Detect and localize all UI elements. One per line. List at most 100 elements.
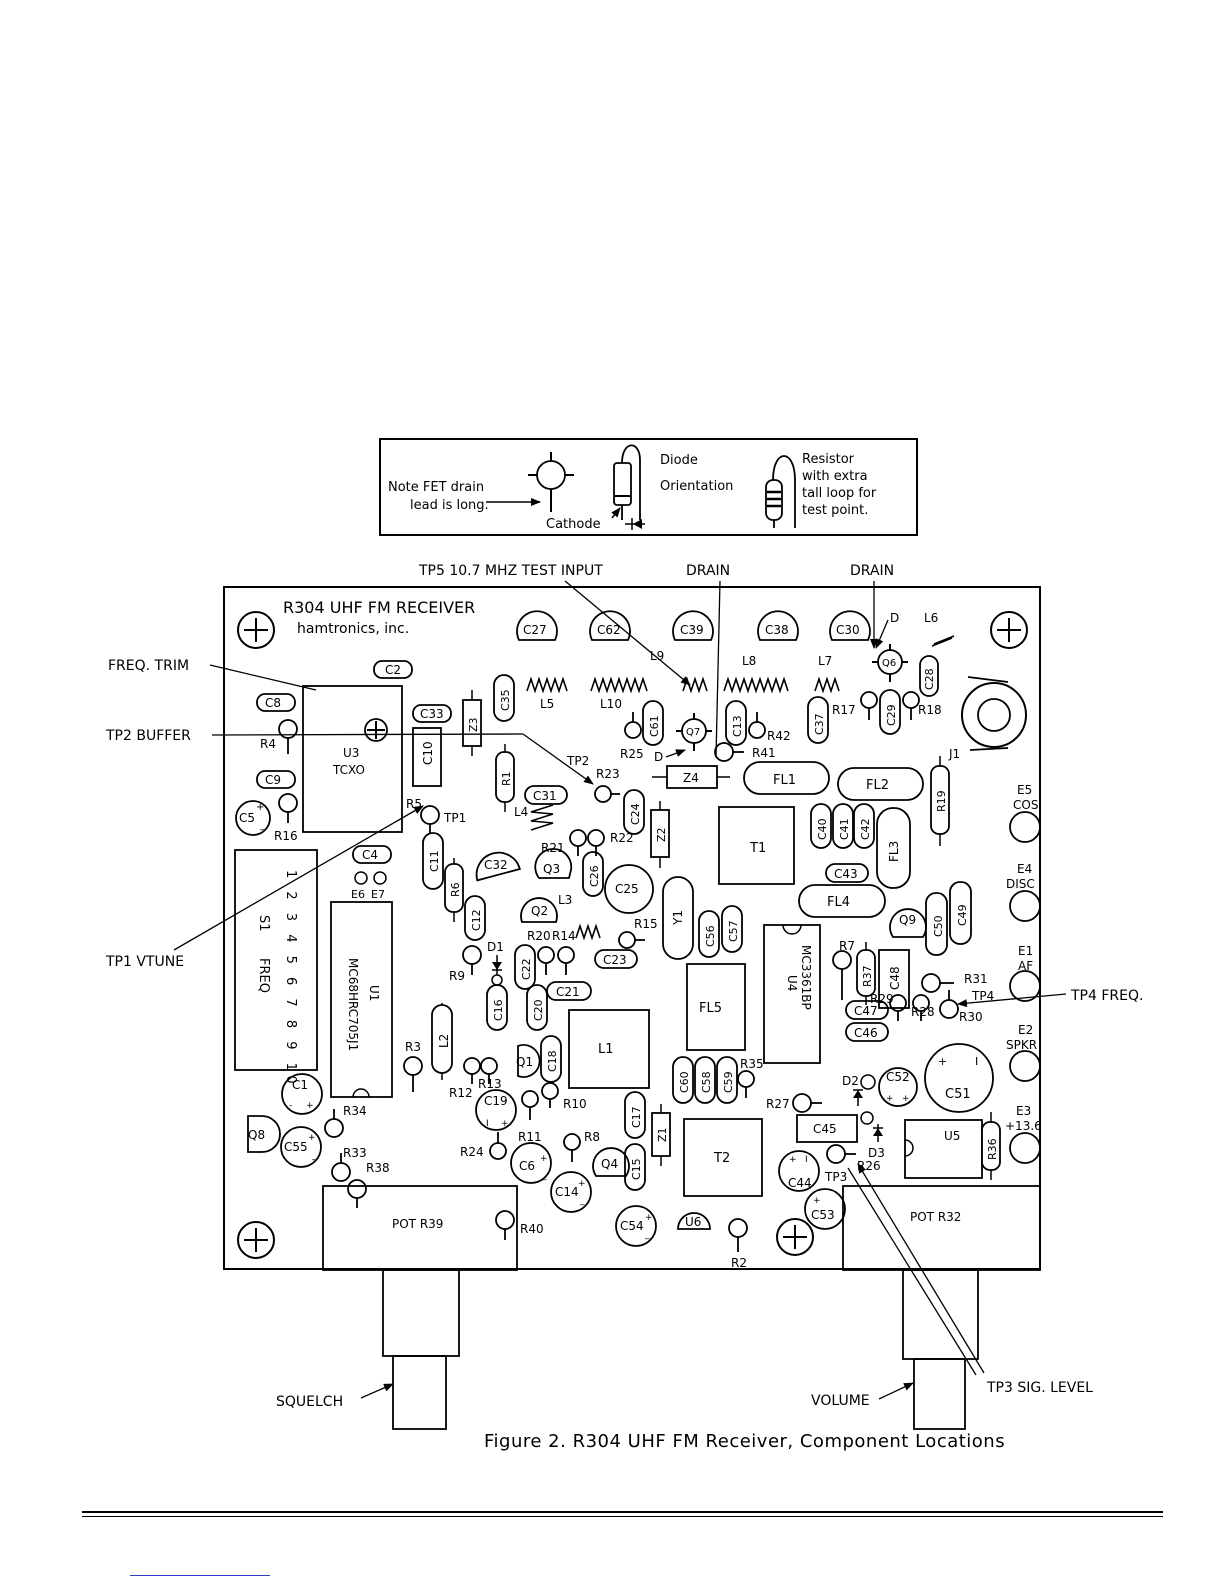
svg-text:R42: R42: [767, 729, 791, 743]
voltage-regulator-u5: U5: [904, 1119, 983, 1179]
squelch-shaft: [382, 1269, 460, 1430]
svg-text:C22: C22: [520, 958, 533, 980]
resistor-r38: R38: [347, 1161, 390, 1208]
board-title: R304 UHF FM RECEIVER: [283, 598, 475, 617]
capacitor-c58: C58: [694, 1056, 716, 1104]
capacitor-c46: C46: [845, 1022, 889, 1042]
resistor-r30: R30: [939, 990, 983, 1024]
footer-rule: [82, 1511, 1163, 1513]
svg-text:R35: R35: [740, 1057, 764, 1071]
capacitor-c24: C24: [623, 789, 645, 835]
svg-text:DISC: DISC: [1006, 877, 1035, 891]
capacitor-c39: C39: [672, 610, 714, 641]
capacitor-c4: C4: [352, 845, 392, 864]
resistor-r28: R28: [911, 994, 935, 1021]
resistor-r31: R31: [921, 972, 988, 993]
svg-text:C28: C28: [923, 668, 936, 690]
resistor-r3: R3: [403, 1040, 423, 1092]
svg-text:R7: R7: [839, 939, 855, 953]
resistor-r2: R2: [728, 1218, 748, 1270]
transistor-q2: Q2: [520, 897, 558, 923]
svg-text:Z1: Z1: [656, 1127, 669, 1142]
filter-fl5: FL5: [686, 963, 746, 1051]
resistor-r42: R42: [748, 712, 791, 743]
svg-text:U6: U6: [685, 1215, 701, 1229]
capacitor-c27: C27: [516, 610, 558, 641]
svg-text:C47: C47: [854, 1004, 878, 1018]
svg-text:L9: L9: [650, 649, 664, 663]
capacitor-c6: C6+_: [510, 1142, 552, 1184]
capacitor-c37: C37: [807, 696, 829, 744]
svg-text:R41: R41: [752, 746, 776, 760]
svg-text:E4: E4: [1017, 862, 1032, 876]
board-outline: [223, 586, 1041, 1270]
filter-fl3: FL3: [876, 807, 911, 889]
capacitor-c26: C26: [582, 851, 604, 897]
svg-text:+: +: [813, 1196, 821, 1206]
capacitor-c18: C18: [540, 1035, 562, 1083]
l3-label: L3: [558, 893, 572, 907]
resistor-r1: R1: [495, 744, 515, 812]
switch-s1: 1 2 3 4 5 6 7 8 9 10 S1 FREQ: [234, 849, 318, 1088]
svg-text:C60: C60: [678, 1071, 691, 1093]
capacitor-c41: C41: [832, 803, 854, 849]
filter-fl4: FL4: [798, 884, 886, 918]
r5-label: R5: [406, 797, 422, 811]
svg-text:C42: C42: [859, 818, 872, 840]
svg-text:_: _: [259, 820, 266, 831]
resistor-r9: R9: [449, 945, 482, 983]
resistor-r7: R7: [832, 939, 855, 1000]
capacitor-c38: C38: [757, 610, 799, 641]
capacitor-c42: C42: [853, 803, 875, 849]
svg-text:_: _: [541, 1171, 547, 1181]
svg-text:C23: C23: [603, 953, 627, 967]
svg-text:R36: R36: [986, 1138, 999, 1160]
resistor-label-line2: with extra: [802, 469, 868, 484]
capacitor-c53: C53+: [804, 1188, 846, 1230]
svg-text:-: -: [289, 1101, 292, 1111]
svg-text:FL2: FL2: [866, 778, 889, 793]
svg-text:C30: C30: [836, 623, 860, 637]
svg-text:C16: C16: [492, 999, 505, 1021]
ic-u4: U4 MC3361BP: [763, 924, 821, 1064]
svg-text:Q3: Q3: [543, 862, 560, 876]
capacitor-c47: C47: [845, 1000, 889, 1020]
svg-text:C32: C32: [484, 858, 508, 872]
footer-link-underline[interactable]: [130, 1575, 270, 1576]
svg-text:R14: R14: [552, 929, 576, 943]
resistor-r27: R27: [766, 1093, 822, 1113]
crystal-y1: Y1: [662, 876, 694, 960]
svg-text:C39: C39: [680, 623, 704, 637]
capacitor-c40: C40: [810, 803, 832, 849]
svg-text:C25: C25: [615, 882, 639, 896]
inductor-l6: [931, 635, 955, 647]
svg-text:C56: C56: [704, 925, 717, 947]
diode-d3: D3: [868, 1124, 885, 1160]
svg-text:FL3: FL3: [887, 841, 901, 862]
svg-text:R4: R4: [260, 737, 276, 751]
capacitor-c8: C8: [256, 693, 296, 712]
mounting-hole-icon: [237, 1221, 275, 1259]
callout-tp5: TP5 10.7 MHZ TEST INPUT: [418, 563, 603, 579]
svg-text:C33: C33: [420, 707, 444, 721]
svg-text:+: +: [578, 1179, 586, 1189]
svg-text:SPKR: SPKR: [1006, 1038, 1037, 1052]
resistor-r34: R34: [324, 1104, 367, 1138]
svg-text:C8: C8: [265, 696, 281, 710]
volume-shaft: [902, 1269, 979, 1430]
capacitor-c50: C50: [925, 892, 948, 956]
test-point-tp1: TP1: [420, 805, 466, 834]
capacitor-c54: C54+_: [615, 1205, 657, 1247]
svg-text:I: I: [975, 1055, 978, 1068]
svg-text:R40: R40: [520, 1222, 544, 1236]
svg-text:D3: D3: [868, 1146, 885, 1160]
capacitor-c17: C17: [624, 1091, 646, 1139]
svg-text:POT R39: POT R39: [392, 1217, 443, 1231]
capacitor-c9: C9: [256, 770, 296, 789]
svg-text:+: +: [540, 1154, 548, 1164]
zener-z2: Z2: [650, 801, 670, 868]
resistor-r23: R23: [594, 767, 620, 803]
inductor-l9: L9: [650, 649, 708, 694]
r26-label: R26: [857, 1159, 881, 1173]
svg-text:C48: C48: [888, 966, 902, 990]
